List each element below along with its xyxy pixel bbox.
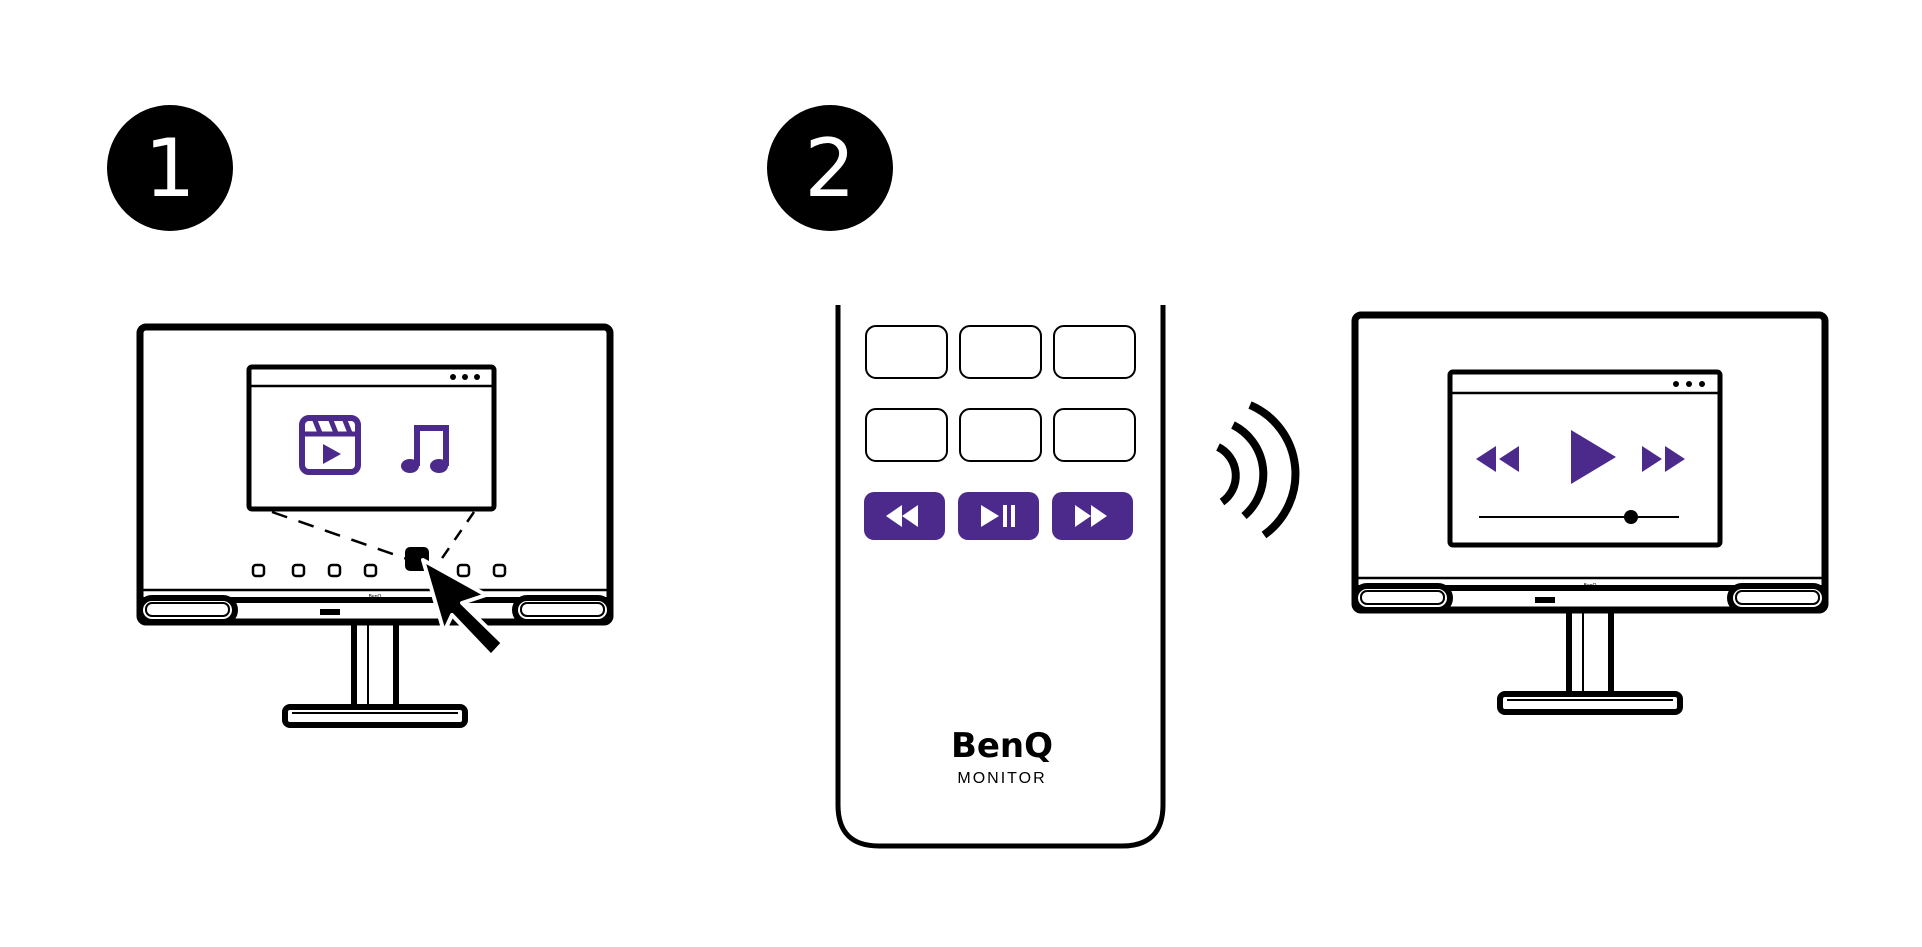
monitor-left: BenQ: [136, 323, 614, 728]
rewind-icon: [886, 505, 918, 527]
cursor-arrow-icon: [421, 558, 505, 658]
player-fast-forward-icon: [1642, 446, 1685, 472]
remote-button-6: [1053, 408, 1136, 462]
remote-button-3: [1053, 325, 1136, 379]
fast-forward-icon: [1075, 505, 1107, 527]
remote-rewind-button: [864, 492, 945, 540]
playback-progress-knob: [1624, 510, 1638, 524]
remote-fast-forward-button: [1052, 492, 1133, 540]
remote-play-pause-button: [958, 492, 1039, 540]
remote-brand-logo: BenQ: [951, 726, 1053, 766]
step-badge-2: 2: [767, 105, 893, 231]
osd-buttons: [251, 547, 507, 578]
player-play-icon: [1571, 430, 1616, 484]
video-clapper-icon: [299, 415, 361, 475]
remote-control: BenQ MONITOR: [835, 305, 1166, 849]
remote-button-1: [865, 325, 948, 379]
step-number-2: 2: [805, 122, 856, 215]
remote-button-4: [865, 408, 948, 462]
play-pause-icon: [981, 505, 1015, 527]
monitor-right-logo: BenQ: [1584, 583, 1597, 589]
step-number-1: 1: [145, 122, 196, 215]
playback-progress-bar: [1479, 510, 1679, 524]
app-window-left: [246, 364, 497, 512]
monitor-right: BenQ: [1351, 311, 1829, 715]
step-badge-1: 1: [107, 105, 233, 231]
remote-brand-subtitle: MONITOR: [957, 770, 1046, 787]
player-rewind-icon: [1476, 446, 1519, 472]
wireless-signal-icon: [1216, 401, 1300, 539]
remote-button-2: [959, 325, 1042, 379]
music-note-icon: [401, 425, 449, 473]
remote-button-5: [959, 408, 1042, 462]
monitor-left-logo: BenQ: [369, 594, 382, 600]
